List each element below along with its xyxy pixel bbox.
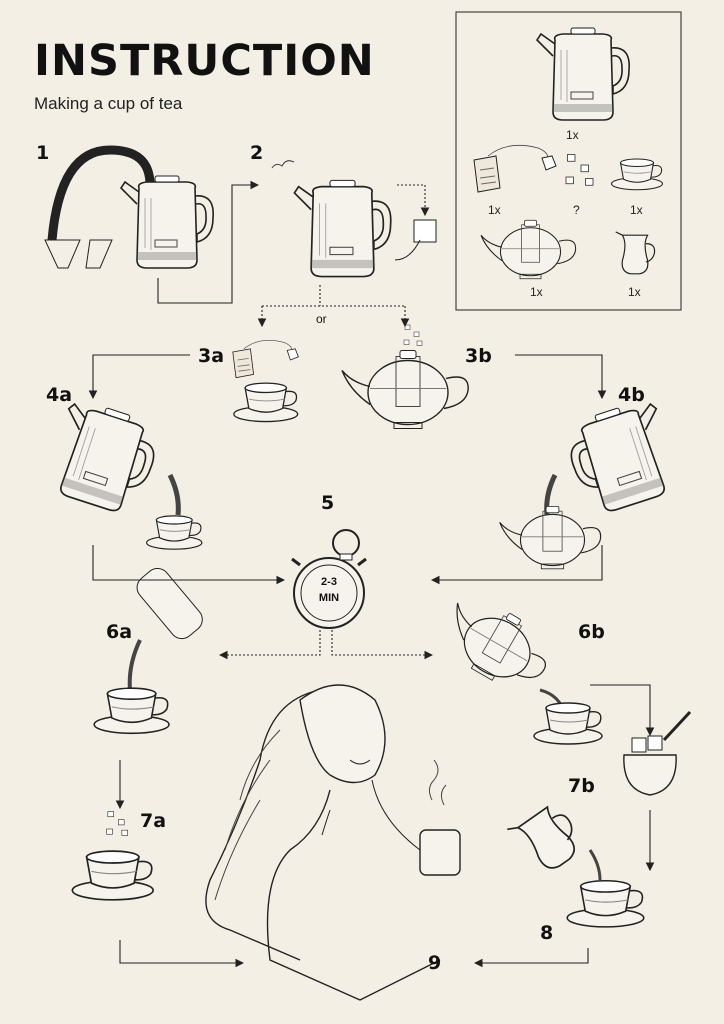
step6b-cup-drawing	[533, 702, 603, 745]
step-9-label: 9	[428, 952, 442, 974]
woman-with-tea-drawing	[205, 684, 461, 1001]
page-title: INSTRUCTION	[34, 36, 375, 86]
teapot-drawing	[480, 219, 577, 280]
steam-icon	[271, 160, 295, 169]
sugar-cubes-drawing	[565, 154, 594, 186]
step1-kettle-drawing	[121, 176, 213, 268]
step4a-kettle-drawing	[43, 397, 164, 518]
step-6a-label: 6a	[106, 621, 133, 643]
milk-bottle-drawing	[136, 567, 203, 640]
tap-base-drawing	[44, 239, 113, 269]
flow-arrows	[88, 180, 655, 968]
step-4a-label: 4a	[46, 384, 73, 406]
cup-quantity: 1x	[630, 203, 643, 217]
step4b-teapot-drawing	[499, 505, 602, 570]
pouring-water	[167, 473, 181, 516]
step-7b-label: 7b	[568, 775, 595, 797]
page-subtitle: Making a cup of tea	[34, 94, 183, 113]
kettle-drawing	[537, 28, 629, 120]
stopwatch-drawing	[291, 529, 367, 629]
teapot-quantity: 1x	[530, 285, 543, 299]
milk-jug-drawing	[615, 231, 656, 275]
timer-unit: MIN	[318, 592, 340, 604]
step7a-sugar-drawing	[106, 811, 128, 836]
step3a-cup-drawing	[233, 382, 299, 423]
kettle-quantity: 1x	[566, 128, 579, 142]
step-3a-label: 3a	[198, 345, 225, 367]
branch-or-label: or	[316, 312, 327, 326]
step4a-cup-drawing	[145, 515, 203, 550]
steam-icon	[428, 759, 447, 806]
held-teacup-drawing	[419, 829, 461, 876]
step-6b-label: 6b	[578, 621, 605, 643]
step-7a-label: 7a	[140, 810, 167, 832]
sugar-bowl-drawing	[623, 710, 692, 796]
step3a-teabag-drawing	[232, 339, 299, 379]
power-socket-drawing	[413, 219, 437, 243]
step-1-label: 1	[36, 142, 50, 164]
step3b-teapot-drawing	[341, 349, 469, 430]
step6b-teapot-drawing	[432, 587, 561, 701]
teabag-drawing	[473, 144, 557, 193]
tap-pipe-drawing	[47, 145, 155, 241]
step-3b-label: 3b	[465, 345, 492, 367]
step-4b-label: 4b	[618, 384, 645, 406]
step7a-cup-drawing	[71, 850, 155, 901]
teacup-drawing	[610, 158, 664, 191]
step4b-kettle-drawing	[561, 397, 682, 518]
milk-jug-quantity: 1x	[628, 285, 641, 299]
step6a-cup-drawing	[93, 687, 170, 735]
step-8-label: 8	[540, 922, 554, 944]
ingredients-box	[455, 11, 682, 311]
timer-duration: 2-3	[321, 576, 337, 588]
teabag-quantity: 1x	[488, 203, 501, 217]
falling-tea-leaves-drawing	[403, 324, 423, 346]
step8-jug-drawing	[506, 796, 589, 880]
step-5-label: 5	[321, 492, 335, 514]
step-2-label: 2	[250, 142, 264, 164]
sugar-quantity: ?	[573, 203, 580, 217]
step2-kettle-drawing	[294, 180, 390, 276]
step8-cup-drawing	[566, 879, 645, 928]
